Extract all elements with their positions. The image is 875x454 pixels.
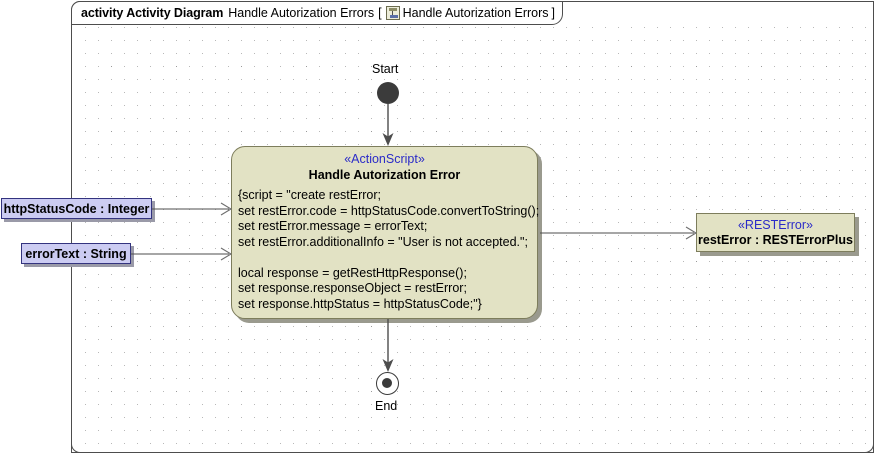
frame-bracket-close: ] xyxy=(551,6,556,20)
diagram-frame-right-edge xyxy=(873,1,874,453)
end-node-label: End xyxy=(375,399,398,413)
end-node[interactable] xyxy=(376,372,399,395)
action-node-stereotype: «ActionScript» xyxy=(344,152,425,166)
action-node-title: Handle Autorization Error xyxy=(308,168,461,182)
diagram-frame-title[interactable]: activity Activity Diagram Handle Autoriz… xyxy=(71,1,564,25)
output-object-node[interactable]: «RESTError» restError : RESTErrorPlus xyxy=(696,213,855,252)
start-node[interactable] xyxy=(377,82,399,104)
output-object-stereotype: «RESTError» xyxy=(737,218,814,232)
diagram-frame-bottom-edge xyxy=(71,452,874,453)
pin-httpstatuscode[interactable]: httpStatusCode : Integer xyxy=(1,198,152,219)
output-object-name: restError : RESTErrorPlus xyxy=(698,233,853,247)
pin-errortext[interactable]: errorText : String xyxy=(21,243,131,264)
pin-httpstatuscode-label: httpStatusCode : Integer xyxy=(3,201,150,216)
activity-diagram-icon xyxy=(385,6,400,20)
end-node-inner-dot xyxy=(382,378,392,388)
frame-qualified-name: Handle Autorization Errors xyxy=(402,6,549,20)
action-node[interactable]: «ActionScript» Handle Autorization Error… xyxy=(231,146,540,319)
frame-bracket-open: [ xyxy=(378,6,382,20)
pin-errortext-label: errorText : String xyxy=(25,246,127,261)
frame-keyword: activity Activity Diagram xyxy=(81,6,224,20)
action-node-script: {script = "create restError; set restErr… xyxy=(238,188,540,311)
start-node-label: Start xyxy=(372,62,399,76)
frame-name: Handle Autorization Errors xyxy=(228,6,375,20)
